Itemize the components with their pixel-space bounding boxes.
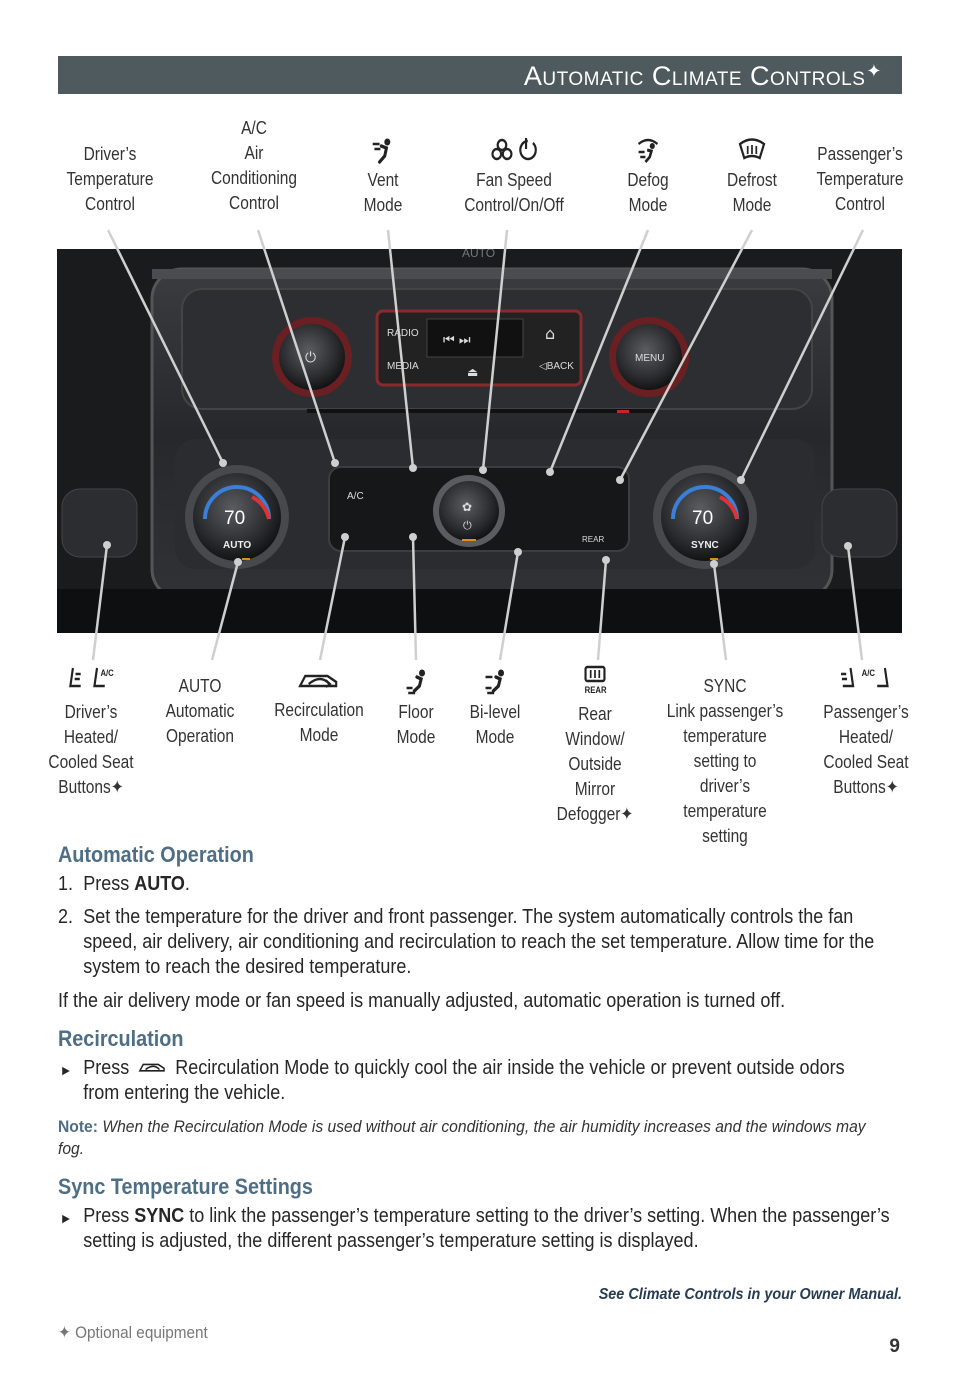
label-ac: A/C Air Conditioning Control [210,118,298,213]
section-banner: Automatic Climate Controls✦ [58,56,902,94]
panel-back: ◁BACK [539,361,574,372]
dashboard-illustration: AUTO ⏻ MENU RADIO MEDIA ⏮ ⏭ ⏏ ◁BACK ⌂ 70… [57,249,902,633]
label-defog-mode: Defog Mode [617,136,679,218]
heading-automatic-operation: Automatic Operation [58,842,254,867]
svg-text:A/C: A/C [100,667,113,678]
panel-radio: RADIO [387,328,419,339]
sync-bullet: ►Press SYNC to link the passenger’s temp… [59,1205,890,1252]
panel-ac: A/C [347,491,364,502]
label-driver-temperature: Driver’s Temperature Control [66,144,154,214]
svg-text:A/C: A/C [862,667,875,678]
label-auto-operation: AUTO Automatic Operation [165,676,235,746]
optional-equipment-note: ✦ Optional equipment [58,1323,208,1342]
heated-cooled-seat-icon: A/C [43,664,139,700]
label-rear-defogger: REAR Rear Window/ Outside Mirror Defogge… [548,664,643,827]
panel-auto: AUTO [223,540,251,551]
page-number: 9 [889,1336,900,1357]
svg-text:⏻: ⏻ [463,519,472,532]
svg-text:⌂: ⌂ [545,324,555,343]
recirc-bullet: ►Press Recirculation Mode to quickly coo… [59,1057,845,1104]
svg-text:⏏: ⏏ [467,365,478,379]
svg-text:✿: ✿ [462,500,472,514]
optional-star-icon: ✦ [866,61,882,81]
panel-rear: REAR [582,535,604,544]
vent-mode-icon [350,136,415,168]
label-recirculation-mode: Recirculation Mode [267,666,372,748]
page-title: Automatic Climate Controls [523,61,866,91]
label-sync: SYNC Link passenger’s temperature settin… [666,676,784,846]
label-fan-speed: Fan Speed Control/On/Off [457,136,571,218]
step-1: 1.Press AUTO. [58,873,190,895]
heading-sync: Sync Temperature Settings [58,1174,313,1199]
rear-defogger-icon: REAR [548,664,643,702]
floor-mode-icon [385,668,447,700]
panel-menu: MENU [635,353,664,364]
recirculation-inline-icon [138,1063,165,1072]
fan-power-icon [457,136,571,168]
panel-right-temp: 70 [692,508,713,529]
panel-sync: SYNC [691,540,719,551]
defog-mode-icon [617,136,679,168]
label-passenger-seat-buttons: A/C Passenger’s Heated/ Cooled Seat Butt… [814,664,917,800]
panel-auto-top: AUTO [462,249,495,260]
label-defrost-mode: Defrost Mode [718,136,787,218]
label-floor-mode: Floor Mode [385,668,447,750]
auto-paragraph: If the air delivery mode or fan speed is… [58,990,786,1012]
step-2: 2.Set the temperature for the driver and… [58,906,875,978]
recirc-note: Note: When the Recirculation Mode is use… [58,1117,866,1158]
bilevel-mode-icon [461,668,530,700]
label-passenger-temperature: Passenger’s Temperature Control [816,144,904,214]
panel-left-temp: 70 [224,508,245,529]
heading-recirculation: Recirculation [58,1026,184,1051]
climate-control-panel-image: AUTO ⏻ MENU RADIO MEDIA ⏮ ⏭ ⏏ ◁BACK ⌂ 70… [57,249,902,633]
defrost-mode-icon [718,136,787,168]
instructions: Automatic Operation 1.Press AUTO. 2.Set … [58,842,908,1254]
label-driver-seat-buttons: A/C Driver’s Heated/ Cooled Seat Buttons… [43,664,139,800]
svg-text:⏻: ⏻ [305,350,316,366]
svg-text:REAR: REAR [585,684,607,695]
passenger-heated-cooled-seat-icon: A/C [814,664,917,700]
svg-text:⏮ ⏭: ⏮ ⏭ [443,333,471,348]
recirculation-icon [267,666,372,698]
panel-media: MEDIA [387,361,419,372]
label-vent-mode: Vent Mode [350,136,415,218]
see-owner-manual: See Climate Controls in your Owner Manua… [598,1286,902,1303]
label-bilevel-mode: Bi-level Mode [461,668,530,750]
